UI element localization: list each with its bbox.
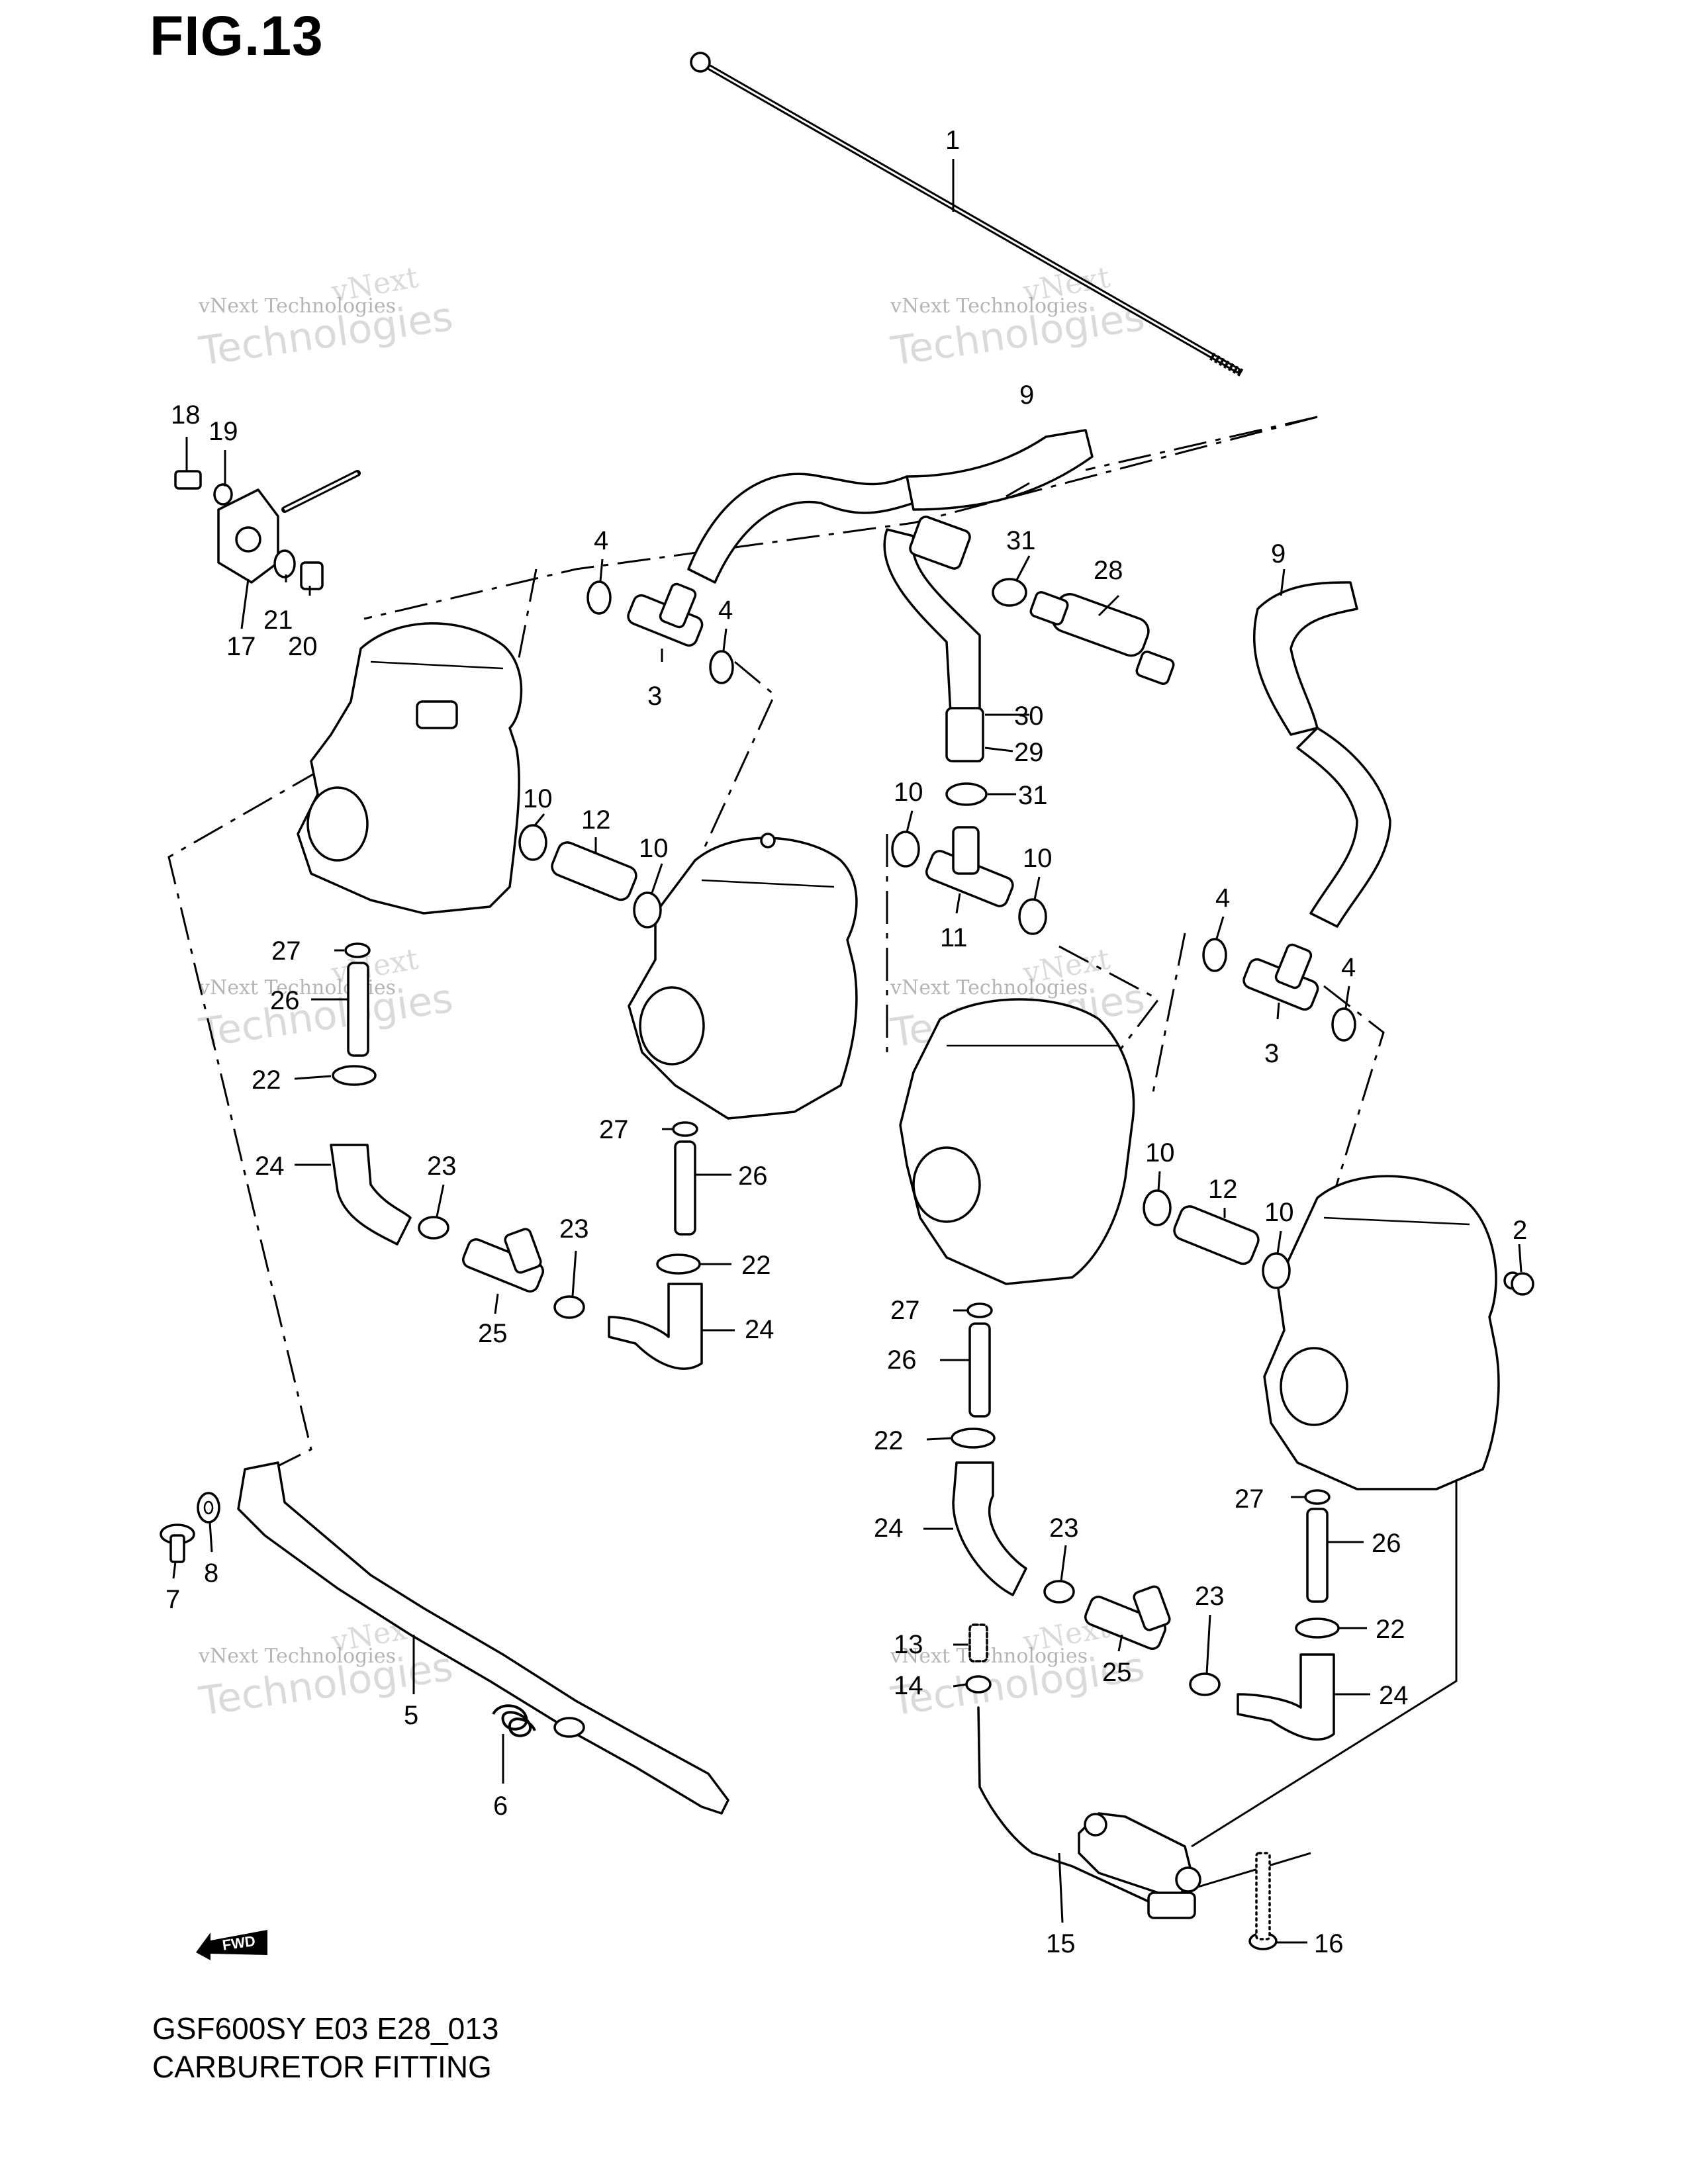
callout-11: 11: [940, 923, 968, 952]
leader-lines: [172, 159, 1523, 1944]
callout-26: 26: [887, 1345, 917, 1375]
callout-27: 27: [890, 1296, 920, 1325]
carburetor-2: [628, 833, 858, 1120]
callout-3: 3: [647, 682, 662, 711]
callout-23: 23: [559, 1214, 589, 1244]
callout-9: 9: [1271, 539, 1286, 569]
part-11-tee: [925, 826, 1014, 907]
callout-31: 31: [1018, 781, 1048, 810]
part-7-screw: [160, 1524, 195, 1563]
section-name: CARBURETOR FITTING: [152, 2050, 492, 2084]
callout-10: 10: [523, 784, 553, 813]
part-28-check-valve: [1029, 591, 1175, 685]
fitting-set-2: [608, 1121, 703, 1370]
model-code: GSF600SY E03 E28_013: [152, 2011, 499, 2046]
part-25-tee-left: [461, 1228, 545, 1293]
callout-4: 4: [718, 596, 733, 625]
callout-26: 26: [738, 1161, 768, 1191]
part-31-clamps: [945, 578, 1027, 806]
callout-26: 26: [1372, 1529, 1401, 1558]
carburetor-1: [297, 622, 523, 915]
callout-9: 9: [1019, 381, 1034, 410]
callout-12: 12: [1208, 1175, 1238, 1204]
callout-1: 1: [945, 126, 960, 155]
callout-15: 15: [1046, 1929, 1076, 1958]
callout-3: 3: [1264, 1039, 1279, 1068]
callout-24: 24: [745, 1315, 774, 1344]
fitting-set-4: [1237, 1489, 1340, 1741]
callout-22: 22: [741, 1251, 771, 1280]
callout-28: 28: [1094, 556, 1123, 585]
part-3-tee-right: [1243, 943, 1319, 1011]
callout-24: 24: [1379, 1681, 1409, 1710]
callout-8: 8: [204, 1559, 218, 1588]
callout-labels: 1 2 3 3 4 4 4 4 5 6 7 8 9 9 10 10 10 10 …: [165, 126, 1527, 1958]
callout-22: 22: [1376, 1615, 1405, 1644]
part-8-washer: [197, 1492, 220, 1524]
callout-6: 6: [493, 1792, 508, 1821]
callout-21: 21: [263, 606, 293, 635]
callout-22: 22: [252, 1066, 281, 1095]
part-3-tee-left: [627, 582, 704, 647]
callout-27: 27: [271, 936, 301, 966]
callout-10: 10: [639, 834, 669, 863]
callout-4: 4: [1215, 884, 1230, 913]
carburetor-3: [899, 998, 1135, 1285]
callout-13: 13: [894, 1630, 923, 1659]
callout-20: 20: [288, 632, 318, 661]
part-14-washer: [965, 1675, 992, 1694]
part-15-cable-bracket: [977, 1706, 1201, 1919]
callout-31: 31: [1006, 526, 1036, 555]
callout-25: 25: [478, 1319, 508, 1348]
callout-18: 18: [171, 400, 201, 430]
callout-23: 23: [427, 1152, 457, 1181]
part-25-tee-right: [1084, 1585, 1171, 1651]
callout-10: 10: [1264, 1198, 1294, 1227]
parts-17-21-sensor-plate: [174, 470, 361, 590]
fitting-set-3: [951, 1302, 1221, 1696]
callout-23: 23: [1049, 1514, 1079, 1543]
callout-27: 27: [1235, 1484, 1264, 1514]
callout-26: 26: [270, 986, 300, 1015]
callout-27: 27: [599, 1115, 629, 1144]
part-9-hose-upper: [687, 429, 1094, 584]
part-9-hose-lower: [1252, 581, 1391, 928]
callout-10: 10: [894, 778, 923, 807]
callout-10: 10: [1023, 844, 1053, 873]
fitting-set-1: [330, 942, 585, 1319]
callout-24: 24: [255, 1152, 285, 1181]
part-6-spring: [492, 1704, 585, 1738]
callout-5: 5: [404, 1701, 418, 1730]
callout-14: 14: [894, 1671, 923, 1700]
callout-16: 16: [1314, 1929, 1344, 1958]
callout-4: 4: [594, 526, 608, 555]
carburetor-4: [1263, 1175, 1522, 1490]
callout-17: 17: [226, 632, 256, 661]
callout-7: 7: [165, 1585, 180, 1614]
callout-22: 22: [874, 1426, 904, 1455]
part-29-30-bent-hose: [883, 516, 984, 762]
callout-23: 23: [1195, 1582, 1225, 1611]
callout-12: 12: [581, 805, 611, 835]
callout-29: 29: [1014, 738, 1044, 767]
callout-4: 4: [1341, 953, 1356, 982]
callout-24: 24: [874, 1514, 904, 1543]
part-12-joint-pipes: [551, 841, 1260, 1265]
fwd-arrow-icon: FWD: [196, 1930, 267, 1960]
callout-30: 30: [1014, 702, 1044, 731]
callout-19: 19: [209, 417, 238, 446]
callout-10: 10: [1145, 1138, 1175, 1167]
callout-25: 25: [1102, 1658, 1132, 1687]
part-1-rod: [690, 52, 1244, 377]
o-rings: [518, 580, 1356, 1289]
part-5-bracket: [237, 1461, 729, 1815]
part-16-bolt: [1248, 1852, 1278, 1950]
part-2-nut: [1511, 1272, 1534, 1296]
callout-2: 2: [1513, 1216, 1527, 1245]
part-13-spring: [968, 1623, 988, 1662]
figure-title: FIG.13: [150, 5, 324, 67]
